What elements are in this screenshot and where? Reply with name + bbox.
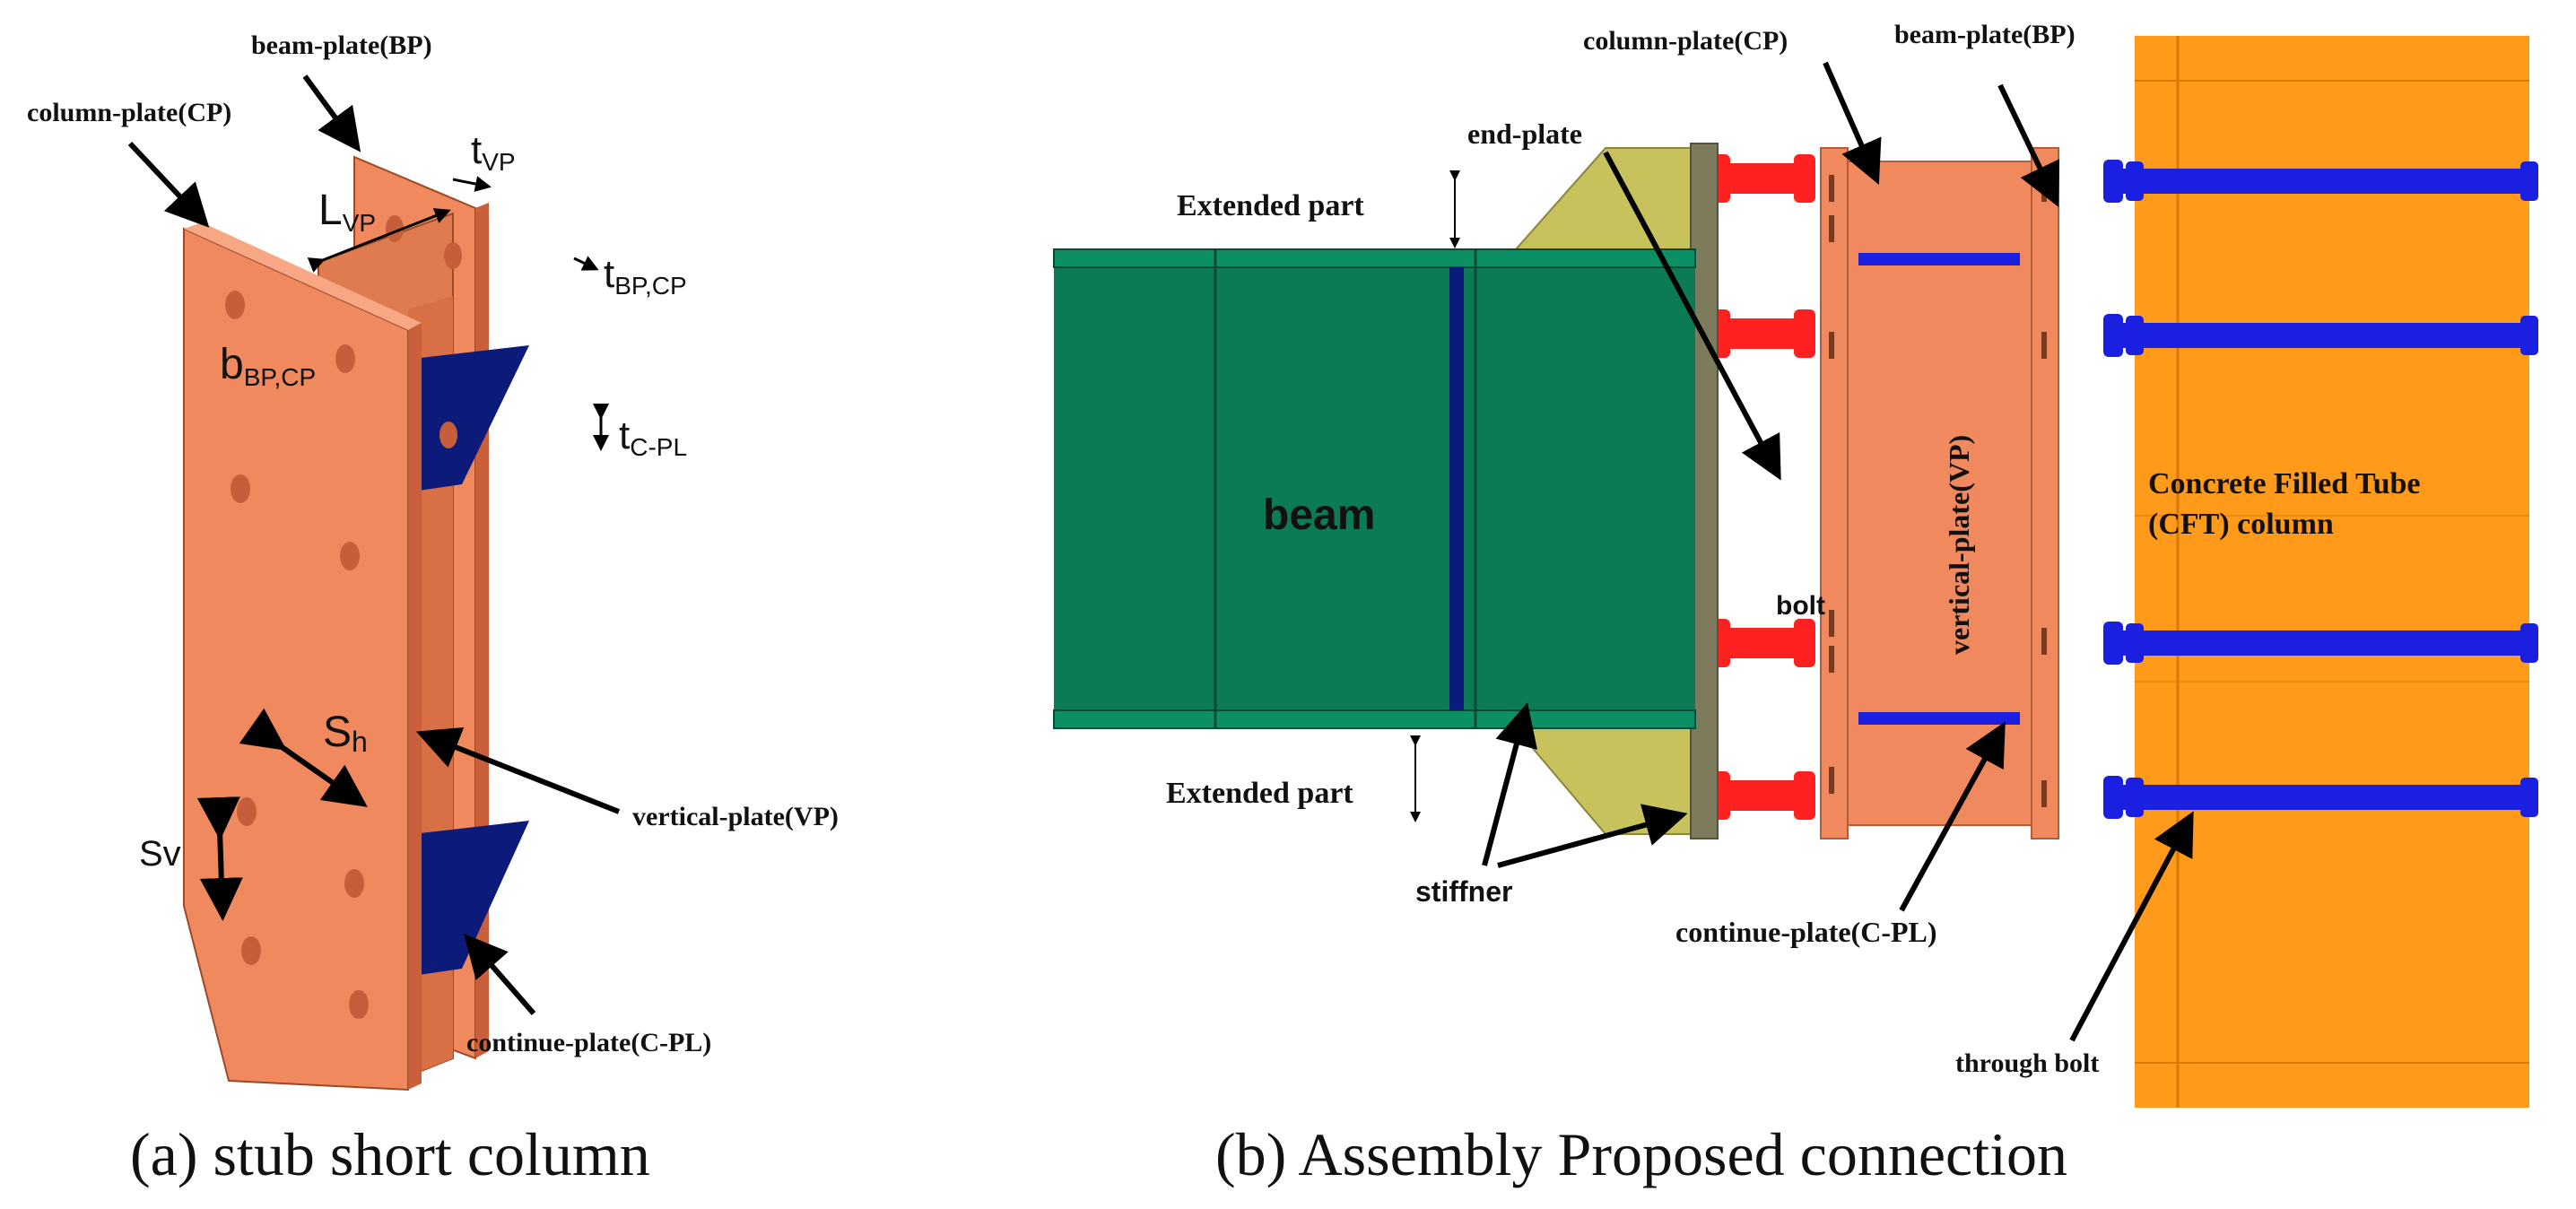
label-bolt: bolt (1776, 591, 1825, 621)
continue-plate-b-bottom (1858, 712, 2020, 725)
label-beam: beam (1263, 491, 1375, 539)
arrow-stiffner-1 (1482, 702, 1537, 866)
beam-top-flange (1053, 248, 1696, 268)
arrow-through-bolt (2069, 811, 2194, 1042)
label-column-plate-b: column-plate(CP) (1583, 26, 1788, 56)
arrow-stiffner-2 (1497, 804, 1688, 868)
continue-plate-bottom (413, 821, 529, 976)
dim-sh (239, 708, 368, 807)
panel-b: column-plate(CP) beam-plate(BP) end-plat… (1053, 20, 2538, 1188)
arrow-column-plate-b (1823, 61, 1882, 185)
symbol-t-bpcp: tBP,CP (604, 252, 687, 300)
continue-plate-b-top (1858, 253, 2020, 265)
label-continue-plate-b: continue-plate(C-PL) (1675, 916, 1937, 948)
bolt-holes-front (225, 291, 369, 1019)
beam-web (1054, 265, 1695, 713)
symbol-t-vp: tVP (471, 128, 516, 176)
label-continue-plate-a: continue-plate(C-PL) (466, 1028, 711, 1057)
panel-a: beam-plate(BP) column-plate(CP) vertical… (27, 30, 839, 1188)
beam-bottom-flange (1053, 709, 1696, 729)
arrow-beam-plate-a (302, 74, 361, 152)
column-plate-b (1820, 147, 1849, 839)
arrow-end-plate (1603, 151, 1781, 481)
label-beam-plate-a: beam-plate(BP) (251, 30, 432, 60)
beam-stiffener (1449, 267, 1464, 710)
arrow-beam-plate-b (1997, 83, 2060, 207)
label-vertical-plate-b: vertical-plate(VP) (1943, 435, 1975, 655)
dim-t-bpcp (573, 256, 599, 271)
symbol-t-cpl: tC-PL (619, 413, 687, 461)
column-plate-front-top (184, 222, 422, 330)
label-extended-top: Extended part (1177, 189, 1364, 222)
dim-t-vp (452, 176, 492, 192)
cft-column (2135, 36, 2529, 1108)
arrow-continue-plate-b (1899, 721, 2006, 912)
caption-b: (b) Assembly Proposed connection (1215, 1120, 2067, 1188)
symbol-b-bpcp: bBP,CP (220, 341, 316, 391)
continue-plate-top (413, 345, 529, 491)
dim-sv (196, 796, 243, 921)
label-end-plate: end-plate (1467, 117, 1582, 150)
label-extended-bottom: Extended part (1166, 777, 1353, 810)
through-bolts (2103, 160, 2538, 819)
label-cft-line1: Concrete Filled Tube (2148, 467, 2421, 500)
symbol-sv: Sv (139, 834, 181, 874)
column-plate-front (183, 227, 409, 1092)
column-plate-front-edge (408, 323, 422, 1090)
label-stiffner: stiffner (1415, 875, 1512, 908)
caption-a: (a) stub short column (130, 1120, 650, 1188)
stiffener-top (1513, 147, 1696, 250)
label-through-bolt: through bolt (1955, 1048, 2099, 1078)
end-plate-bolts (1709, 154, 1815, 820)
label-cft-line2: (CFT) column (2148, 508, 2334, 541)
label-vertical-plate-a: vertical-plate(VP) (632, 802, 839, 831)
beam-plate-b (2031, 147, 2059, 839)
label-column-plate-a: column-plate(CP) (27, 98, 231, 127)
dim-l-vp (307, 208, 451, 273)
label-beam-plate-b: beam-plate(BP) (1894, 20, 2076, 49)
arrow-vertical-plate-a (415, 726, 621, 814)
arrow-column-plate-a (127, 141, 210, 228)
arrow-continue-plate-a (464, 933, 536, 1015)
